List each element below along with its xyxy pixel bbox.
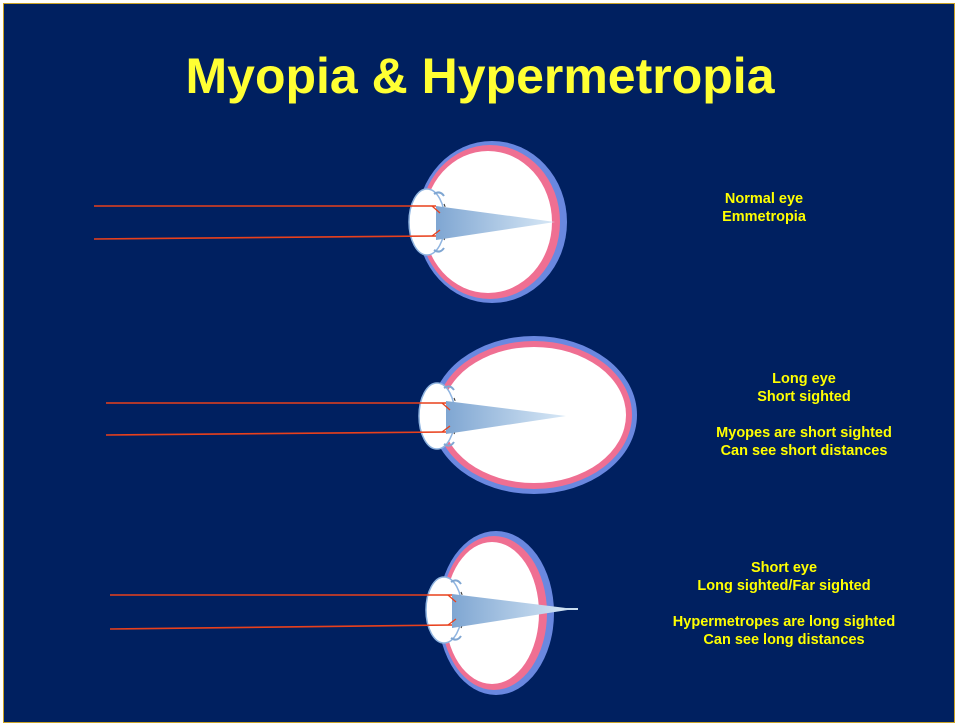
- normal-eye-caption: Normal eye Emmetropia: [664, 190, 864, 226]
- caption-line: Short sighted: [674, 388, 934, 406]
- short-eye-caption: Short eye Long sighted/Far sighted Hyper…: [634, 559, 934, 649]
- caption-note-line: Can see long distances: [634, 631, 934, 649]
- caption-line: Emmetropia: [664, 208, 864, 226]
- short-eye: [110, 531, 578, 695]
- normal-eye: [94, 141, 567, 303]
- caption-note-line: Myopes are short sighted: [674, 424, 934, 442]
- long-eye-caption: Long eye Short sighted Myopes are short …: [674, 370, 934, 460]
- slide: Myopia & Hypermetropia: [3, 3, 955, 723]
- caption-note-line: Hypermetropes are long sighted: [634, 613, 934, 631]
- light-ray-bottom: [94, 236, 436, 239]
- caption-line: Normal eye: [664, 190, 864, 208]
- caption-note-line: Can see short distances: [674, 442, 934, 460]
- caption-line: Long eye: [674, 370, 934, 388]
- light-ray-bottom: [106, 432, 446, 435]
- caption-line: Long sighted/Far sighted: [634, 577, 934, 595]
- light-ray-bottom: [110, 625, 452, 629]
- long-eye: [106, 336, 637, 494]
- caption-line: Short eye: [634, 559, 934, 577]
